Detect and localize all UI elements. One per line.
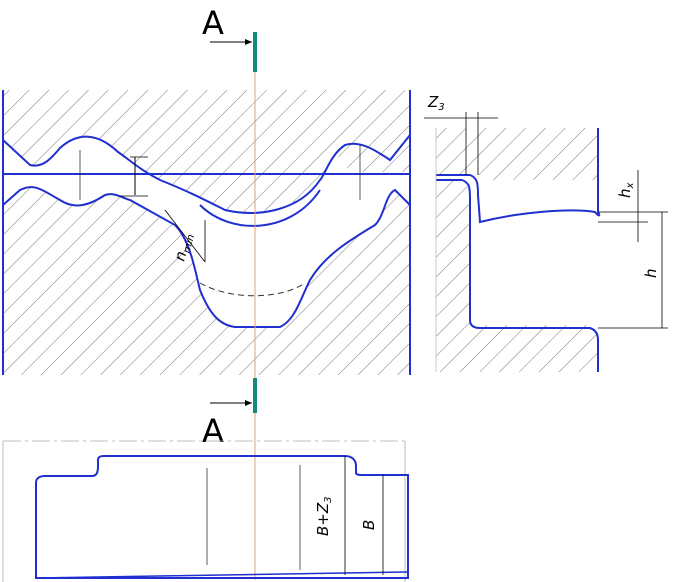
b-label: B [360,520,378,530]
section-label-top: A [202,4,224,42]
nmin-label: n [170,249,190,263]
svg-text:hx: hx [616,182,636,198]
lower-die [2,186,411,375]
svg-text:B+Z3: B+Z3 [314,496,334,536]
section-marker-top: A [202,4,257,72]
bz3-label: B+Z [314,502,332,536]
svg-text:nmin: nmin [170,231,197,264]
z3-subscript: 3 [438,102,444,113]
section-marker-bottom: A [202,378,257,450]
nmin-dimension: nmin [120,156,206,264]
h-label: h [642,268,660,278]
bz3-subscript: 3 [323,496,334,502]
hx-label: h [616,188,634,198]
plan-view: B+Z3 B [2,440,409,582]
section-view: Z3 hx h [424,93,668,372]
hx-subscript: x [625,182,636,189]
nmin-subscript: min [182,233,198,254]
svg-text:Z3: Z3 [427,93,445,113]
z3-label: Z [427,93,439,111]
section-label-bottom: A [202,412,224,450]
